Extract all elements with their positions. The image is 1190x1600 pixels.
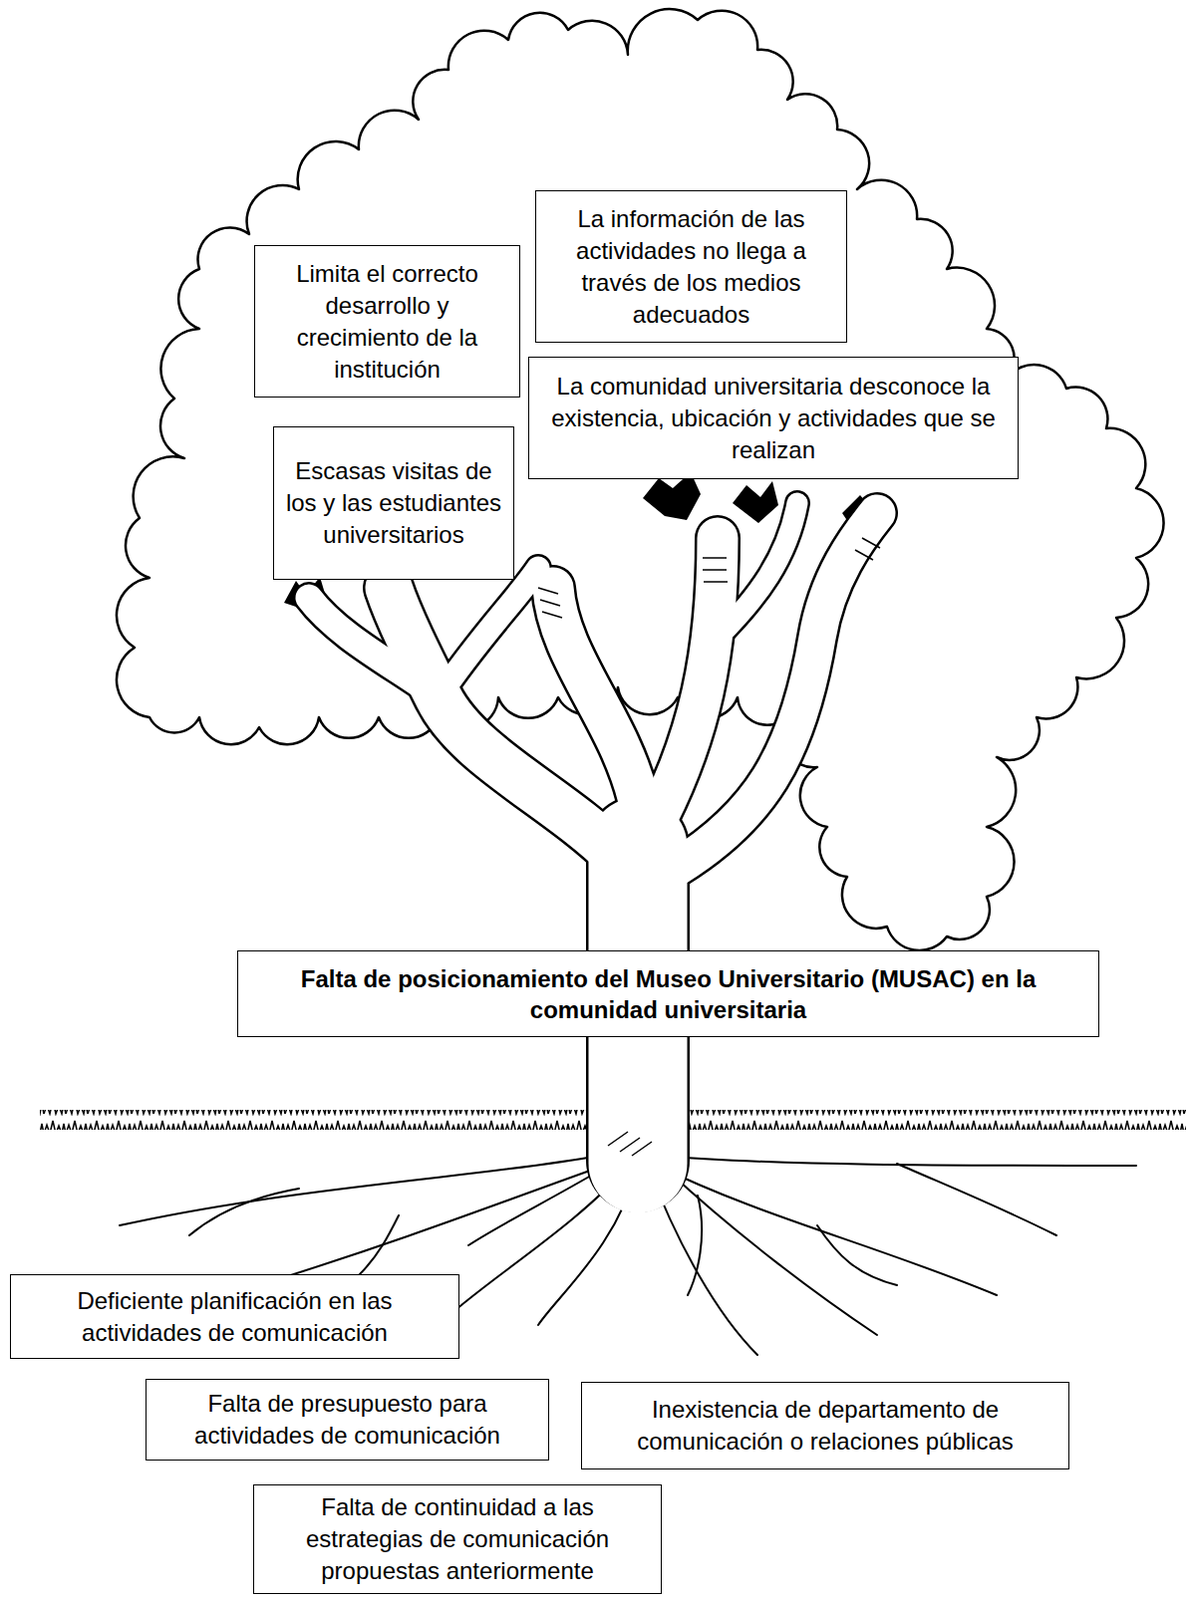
box-text: Limita el correcto desarrollo y crecimie…	[265, 258, 510, 386]
cause-box: Falta de presupuesto para actividades de…	[145, 1379, 550, 1462]
effect-box: La comunidad universitaria desconoce la …	[528, 356, 1019, 480]
bark-hatching	[538, 538, 881, 1157]
tree-canopy	[116, 8, 1165, 951]
box-text: Falta de presupuesto para actividades de…	[156, 1388, 539, 1453]
cause-box: Inexistencia de departamento de comunica…	[581, 1382, 1070, 1471]
cause-box: Falta de continuidad a las estrategias d…	[253, 1485, 662, 1595]
cause-box: Deficiente planificación en las activida…	[9, 1274, 460, 1360]
box-text: Falta de continuidad a las estrategias d…	[264, 1491, 651, 1588]
box-text: La información de las actividades no lle…	[546, 203, 837, 331]
box-text: Escasas visitas de los y las estudiantes…	[284, 455, 504, 552]
effect-box: La información de las actividades no lle…	[535, 190, 848, 343]
box-text: Falta de posicionamiento del Museo Unive…	[248, 963, 1089, 1026]
core-problem-box: Falta de posicionamiento del Museo Unive…	[237, 950, 1100, 1038]
effect-box: Escasas visitas de los y las estudiantes…	[273, 426, 515, 581]
box-text: Inexistencia de departamento de comunica…	[592, 1394, 1059, 1459]
box-text: La comunidad universitaria desconoce la …	[539, 370, 1008, 467]
box-text: Deficiente planificación en las activida…	[20, 1285, 449, 1350]
effect-box: Limita el correcto desarrollo y crecimie…	[254, 245, 521, 398]
